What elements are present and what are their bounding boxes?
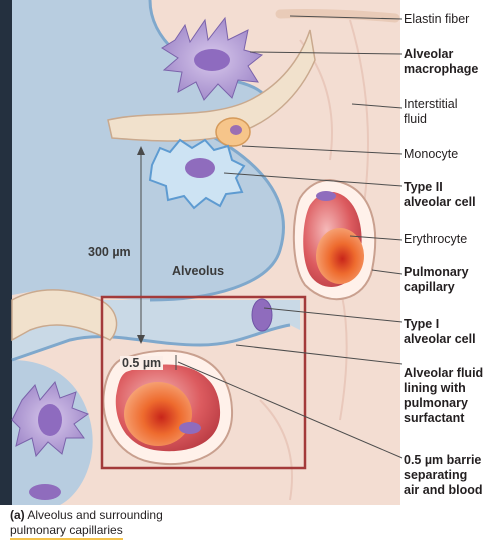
- left-dark-edge: [0, 0, 12, 505]
- label-barrier: 0.5 µm barrie separating air and blood: [404, 453, 483, 497]
- label-05-um: 0.5 µm: [120, 356, 164, 370]
- interstitial-texture: [259, 19, 369, 501]
- alveolar-wall-lower: [11, 289, 118, 342]
- alveolar-wall-upper: [107, 29, 316, 142]
- alveolar-macrophage: [161, 16, 264, 101]
- label-type-i-alveolar-cell: Type I alveolar cell: [404, 317, 476, 346]
- label-erythrocyte: Erythrocyte: [404, 232, 468, 246]
- alveolus-air-space: [12, 0, 284, 300]
- label-type-ii-alveolar-cell: Type II alveolar cell: [404, 180, 476, 209]
- label-monocyte: Monocyte: [404, 147, 459, 161]
- caption-line-2: pulmonary capillaries: [10, 523, 123, 540]
- label-alveolus: Alveolus: [172, 264, 225, 278]
- bottom-cell: [29, 484, 61, 500]
- leader-lines: [177, 15, 403, 459]
- fluid-lining-lower: [11, 323, 291, 362]
- monocyte: [215, 117, 251, 147]
- type-ii-alveolar-cell: [148, 138, 246, 210]
- pulmonary-capillary-upper: [292, 178, 377, 301]
- elastin-fiber: [275, 9, 400, 23]
- arrowhead-bottom: [137, 335, 145, 344]
- label-300-um: 300 µm: [88, 245, 131, 259]
- pulmonary-capillary-lower: [102, 349, 234, 466]
- arrowhead-top: [137, 146, 145, 155]
- label-pulmonary-capillary: Pulmonary capillary: [404, 265, 469, 294]
- alveolar-macrophage-lower: [11, 380, 90, 458]
- label-elastin-fiber: Elastin fiber: [404, 12, 470, 26]
- label-alveolar-fluid-lining: Alveolar fluid lining with pulmonary sur…: [404, 366, 484, 425]
- caption-tag: (a): [10, 508, 25, 522]
- label-interstitial-fluid: Interstitial fluid: [404, 97, 458, 126]
- label-alveolar-macrophage: Alveolar macrophage: [404, 47, 479, 76]
- highlight-box: [100, 295, 307, 470]
- type-i-alveolar-cell: [251, 298, 273, 332]
- figure-caption: (a) Alveolus and surrounding pulmonary c…: [10, 508, 163, 540]
- caption-line-1: Alveolus and surrounding: [27, 508, 163, 522]
